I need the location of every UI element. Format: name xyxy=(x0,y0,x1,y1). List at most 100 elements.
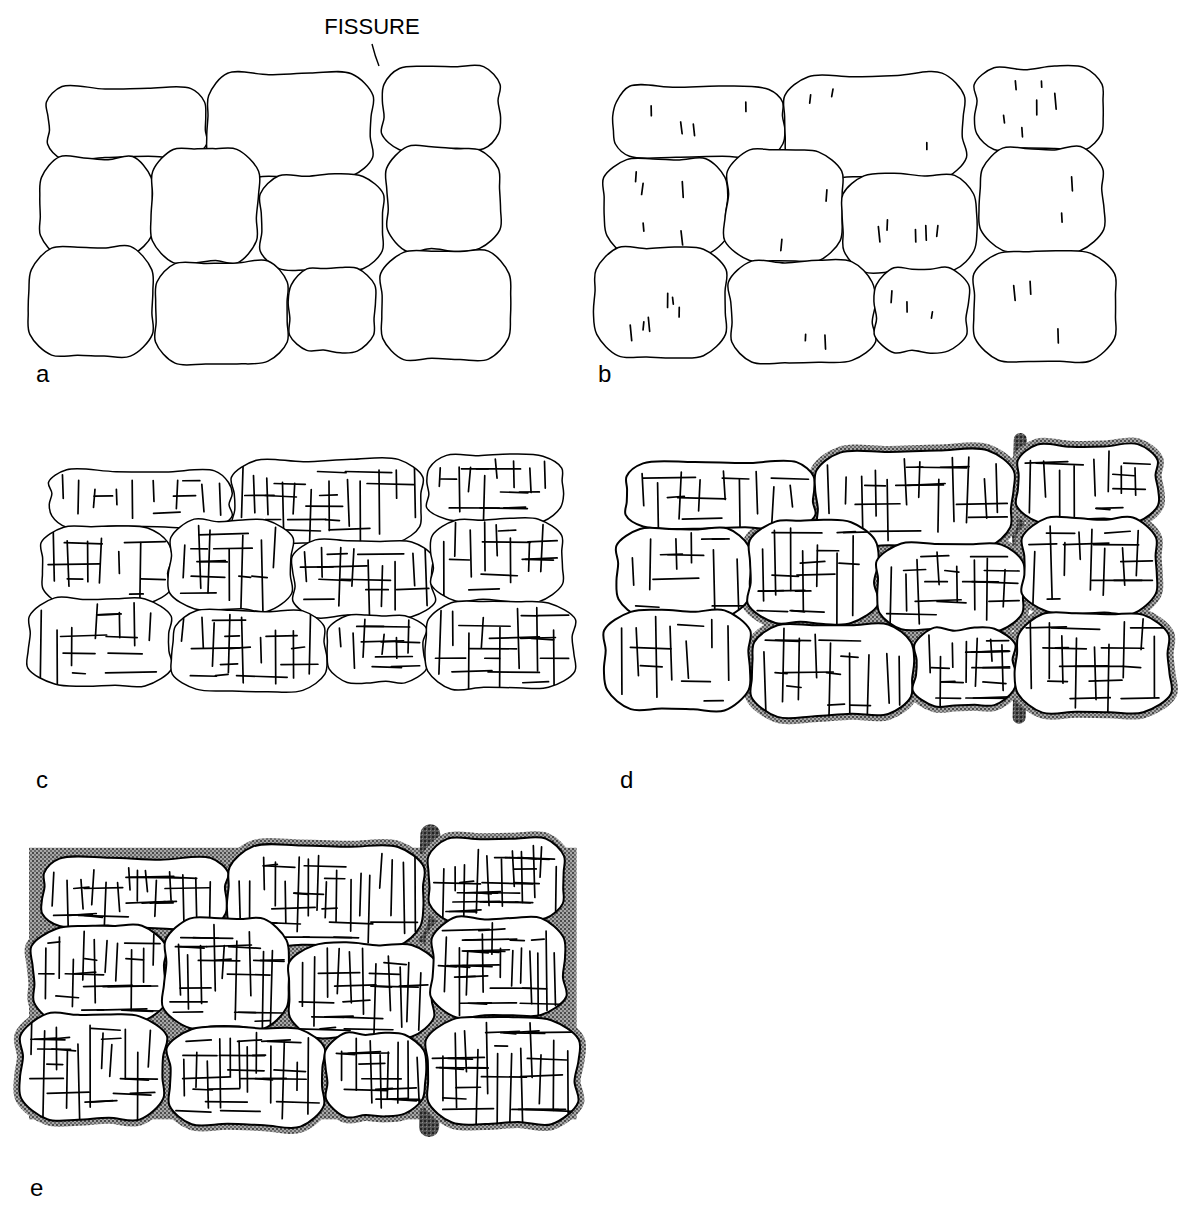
crack-line xyxy=(95,604,97,638)
crack-line xyxy=(215,674,228,675)
crack-line xyxy=(419,973,421,1030)
crack-set xyxy=(764,628,900,723)
crack-line xyxy=(407,1041,409,1098)
crack-line xyxy=(183,480,200,482)
crack-line xyxy=(488,671,539,673)
crack-line xyxy=(94,495,112,497)
crack-line xyxy=(475,893,491,894)
crack-line xyxy=(215,959,231,960)
crack-set xyxy=(40,603,156,695)
crack-line xyxy=(320,1027,335,1029)
crack-line xyxy=(512,950,513,986)
crack-line xyxy=(1029,461,1030,513)
crack-line xyxy=(878,227,880,242)
crack-line xyxy=(984,479,986,518)
block-outline xyxy=(723,149,843,263)
crack-line xyxy=(485,657,500,659)
crack-line xyxy=(772,487,774,525)
crack-line xyxy=(400,967,402,1027)
block-fill xyxy=(613,84,785,158)
crack-line xyxy=(202,617,203,648)
crack-line xyxy=(318,472,347,473)
weathering-rind xyxy=(428,837,565,922)
crack-line xyxy=(966,651,1009,653)
crack-line xyxy=(468,1067,488,1069)
crack-set xyxy=(48,531,165,605)
crack-line xyxy=(85,1101,117,1103)
crack-line xyxy=(905,574,907,611)
crack-line xyxy=(84,915,102,917)
rock-block xyxy=(381,65,500,152)
crack-line xyxy=(796,590,811,592)
crack-line xyxy=(1063,543,1065,576)
crack-line xyxy=(984,570,1019,572)
crack-line xyxy=(968,516,1007,518)
crack-line xyxy=(183,1059,185,1095)
crack-line xyxy=(945,570,959,572)
crack-line xyxy=(77,480,79,513)
crack-line xyxy=(887,614,937,615)
crack-line xyxy=(1021,128,1023,137)
crack-line xyxy=(745,102,747,111)
crack-line xyxy=(197,561,227,563)
weathering-rind xyxy=(430,916,567,1018)
crack-line xyxy=(325,520,339,521)
crack-line xyxy=(802,551,804,611)
crack-line xyxy=(321,548,323,577)
crack-line xyxy=(212,619,245,621)
crack-line xyxy=(335,1017,383,1019)
rock-block xyxy=(874,267,970,353)
crack-line xyxy=(92,870,94,905)
crack-line xyxy=(672,297,674,304)
crack-line xyxy=(306,505,343,507)
crack-line xyxy=(681,231,683,245)
crack-line xyxy=(649,539,652,589)
crack-line xyxy=(268,1041,301,1042)
rock-block xyxy=(974,65,1104,151)
crack-line xyxy=(442,1056,444,1101)
crack-line xyxy=(458,976,487,977)
block-fill xyxy=(728,259,876,363)
block-outline xyxy=(385,145,501,252)
crack-set xyxy=(300,544,428,616)
crack-line xyxy=(971,556,1008,558)
block-outline xyxy=(19,1012,167,1120)
crack-line xyxy=(438,966,456,967)
block-outline xyxy=(327,614,427,683)
crack-line xyxy=(621,628,623,694)
crack-line xyxy=(263,866,295,868)
crack-line xyxy=(292,647,305,649)
crack-line xyxy=(540,657,568,659)
block-fill xyxy=(603,609,751,711)
block-fill xyxy=(27,597,173,687)
crack-line xyxy=(679,472,681,519)
block-outline xyxy=(876,542,1025,633)
rock-block xyxy=(166,1026,325,1128)
crack-line xyxy=(904,459,906,505)
crack-line xyxy=(302,963,304,1007)
crack-line xyxy=(855,503,900,505)
crack-line xyxy=(667,496,684,497)
crack-line xyxy=(1093,544,1138,546)
crack-line xyxy=(727,626,729,680)
crack-line xyxy=(1051,628,1099,630)
crack-line xyxy=(693,124,694,135)
crack-line xyxy=(849,653,851,722)
crack-line xyxy=(490,987,531,989)
crack-line xyxy=(183,1077,231,1079)
crack-line xyxy=(181,937,233,939)
weathering-rind xyxy=(1021,516,1157,614)
block-fill xyxy=(973,251,1116,363)
rock-block xyxy=(1015,612,1173,714)
crack-line xyxy=(376,656,413,658)
crack-line xyxy=(678,498,726,499)
crack-line xyxy=(444,937,446,991)
crack-line xyxy=(513,461,515,487)
crack-line xyxy=(1014,81,1016,90)
crack-line xyxy=(1134,468,1136,495)
crack-line xyxy=(62,475,65,499)
rock-block xyxy=(324,1032,426,1117)
crack-set xyxy=(1029,526,1153,604)
block-outline xyxy=(616,527,752,619)
crack-line xyxy=(274,1070,306,1072)
